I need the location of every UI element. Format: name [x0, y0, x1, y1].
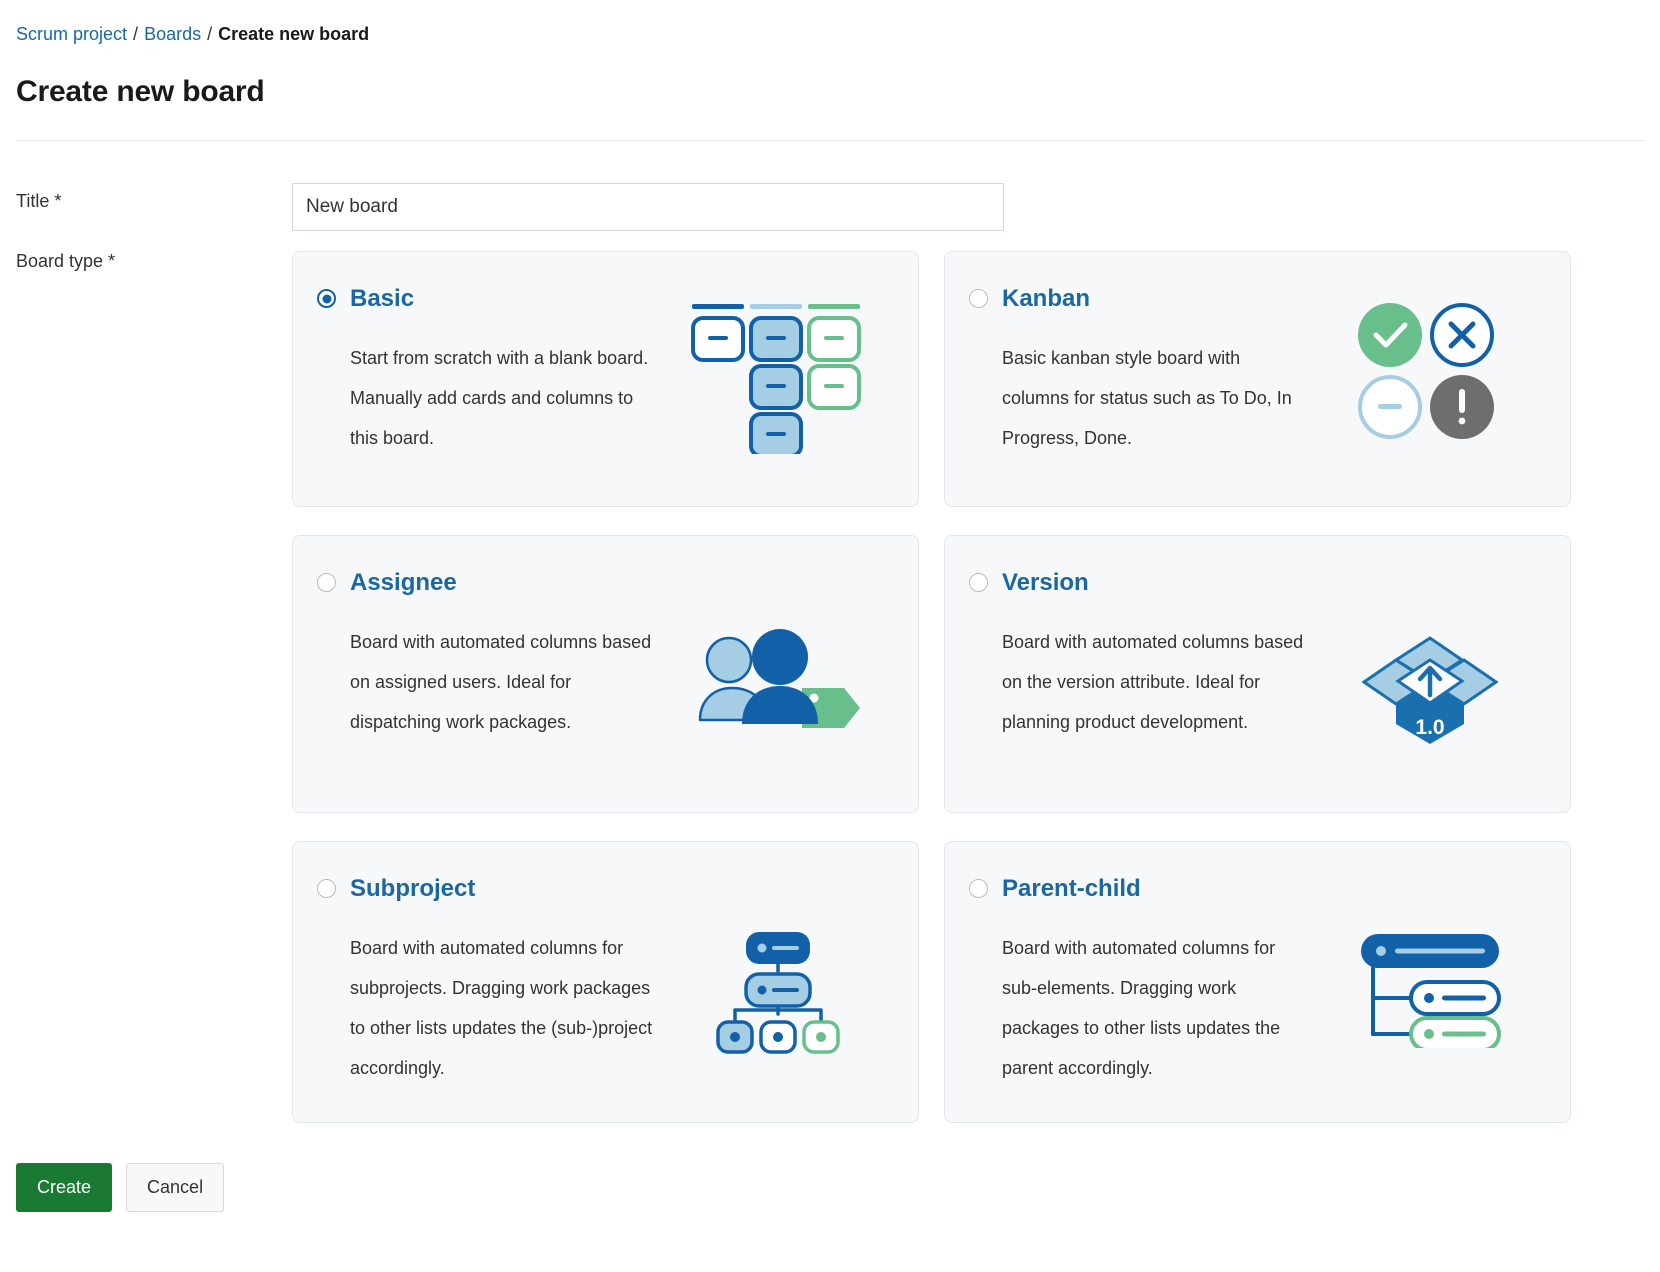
card-description-subproject: Board with automated columns for subproj…	[350, 937, 653, 1078]
card-body-basic: Start from scratch with a blank board. M…	[317, 303, 888, 458]
create-button[interactable]: Create	[16, 1162, 113, 1212]
card-head-assignee: Assignee	[317, 568, 888, 596]
cancel-button[interactable]: Cancel	[126, 1162, 225, 1212]
card-title-assignee: Assignee	[350, 568, 457, 596]
card-description-assignee: Board with automated columns based on as…	[350, 631, 652, 732]
radio-parent-child[interactable]	[969, 879, 988, 899]
page-title: Create new board	[16, 74, 265, 108]
breadcrumb-current: Create new board	[218, 24, 370, 44]
card-body-subproject: Board with automated columns for subproj…	[317, 928, 888, 1088]
board-type-form-row: Board type * Basic Start from scratch wi…	[16, 250, 1644, 1123]
status-circles-icon	[1312, 290, 1540, 450]
card-title-parent-child: Parent-child	[1002, 874, 1141, 902]
board-type-card-version[interactable]: Version Board with automated columns bas…	[944, 534, 1571, 813]
parent-child-list-icon	[1312, 930, 1540, 1048]
board-type-card-basic[interactable]: Basic Start from scratch with a blank bo…	[292, 250, 919, 507]
board-type-card-subproject[interactable]: Subproject Board with automated columns …	[292, 840, 919, 1123]
card-body-version: Board with automated columns based on th…	[969, 622, 1540, 752]
card-description-kanban: Basic kanban style board with columns fo…	[1002, 347, 1292, 448]
header-divider	[16, 139, 1644, 141]
breadcrumb: Scrum project/Boards/Create new board	[16, 0, 1644, 46]
radio-basic[interactable]	[317, 289, 336, 309]
title-label: Title *	[16, 190, 62, 211]
card-head-version: Version	[969, 568, 1540, 596]
card-description-version: Board with automated columns based on th…	[1002, 631, 1304, 732]
hierarchy-tree-icon	[660, 930, 888, 1056]
board-type-card-parent-child[interactable]: Parent-child Board with automated column…	[944, 840, 1571, 1123]
create-board-page: Scrum project/Boards/Create new board Cr…	[0, 0, 1660, 1242]
radio-version[interactable]	[969, 573, 988, 593]
form-actions: Create Cancel	[16, 1162, 1644, 1242]
breadcrumb-link-project[interactable]: Scrum project	[16, 24, 128, 44]
card-description-parent-child: Board with automated columns for sub-ele…	[1002, 937, 1281, 1078]
board-type-card-kanban[interactable]: Kanban Basic kanban style board with col…	[944, 250, 1571, 507]
board-type-grid: Basic Start from scratch with a blank bo…	[292, 250, 1571, 1123]
users-tag-icon	[660, 628, 888, 728]
card-description-basic: Start from scratch with a blank board. M…	[350, 347, 649, 448]
board-type-card-assignee[interactable]: Assignee Board with automated columns ba…	[292, 534, 919, 813]
open-box-icon: 1.0	[1312, 622, 1540, 752]
breadcrumb-separator-1: /	[133, 24, 139, 44]
title-form-row: Title *	[16, 182, 1644, 231]
card-body-kanban: Basic kanban style board with columns fo…	[969, 302, 1540, 458]
card-head-subproject: Subproject	[317, 874, 888, 902]
version-icon-label: 1.0	[1415, 716, 1444, 739]
board-type-label: Board type *	[16, 250, 116, 271]
radio-kanban[interactable]	[969, 289, 988, 309]
breadcrumb-link-boards[interactable]: Boards	[144, 24, 202, 44]
card-title-version: Version	[1002, 568, 1089, 596]
card-body-parent-child: Board with automated columns for sub-ele…	[969, 928, 1540, 1088]
card-head-basic: Basic	[317, 284, 888, 312]
card-title-subproject: Subproject	[350, 874, 476, 902]
card-head-parent-child: Parent-child	[969, 874, 1540, 902]
card-head-kanban: Kanban	[969, 284, 1540, 312]
card-body-assignee: Board with automated columns based on as…	[317, 622, 888, 742]
card-title-basic: Basic	[350, 284, 415, 312]
card-title-kanban: Kanban	[1002, 284, 1091, 312]
title-input[interactable]	[292, 182, 1004, 231]
radio-assignee[interactable]	[317, 573, 336, 593]
breadcrumb-separator-2: /	[207, 24, 213, 44]
radio-subproject[interactable]	[317, 879, 336, 899]
board-columns-icon	[660, 294, 888, 454]
